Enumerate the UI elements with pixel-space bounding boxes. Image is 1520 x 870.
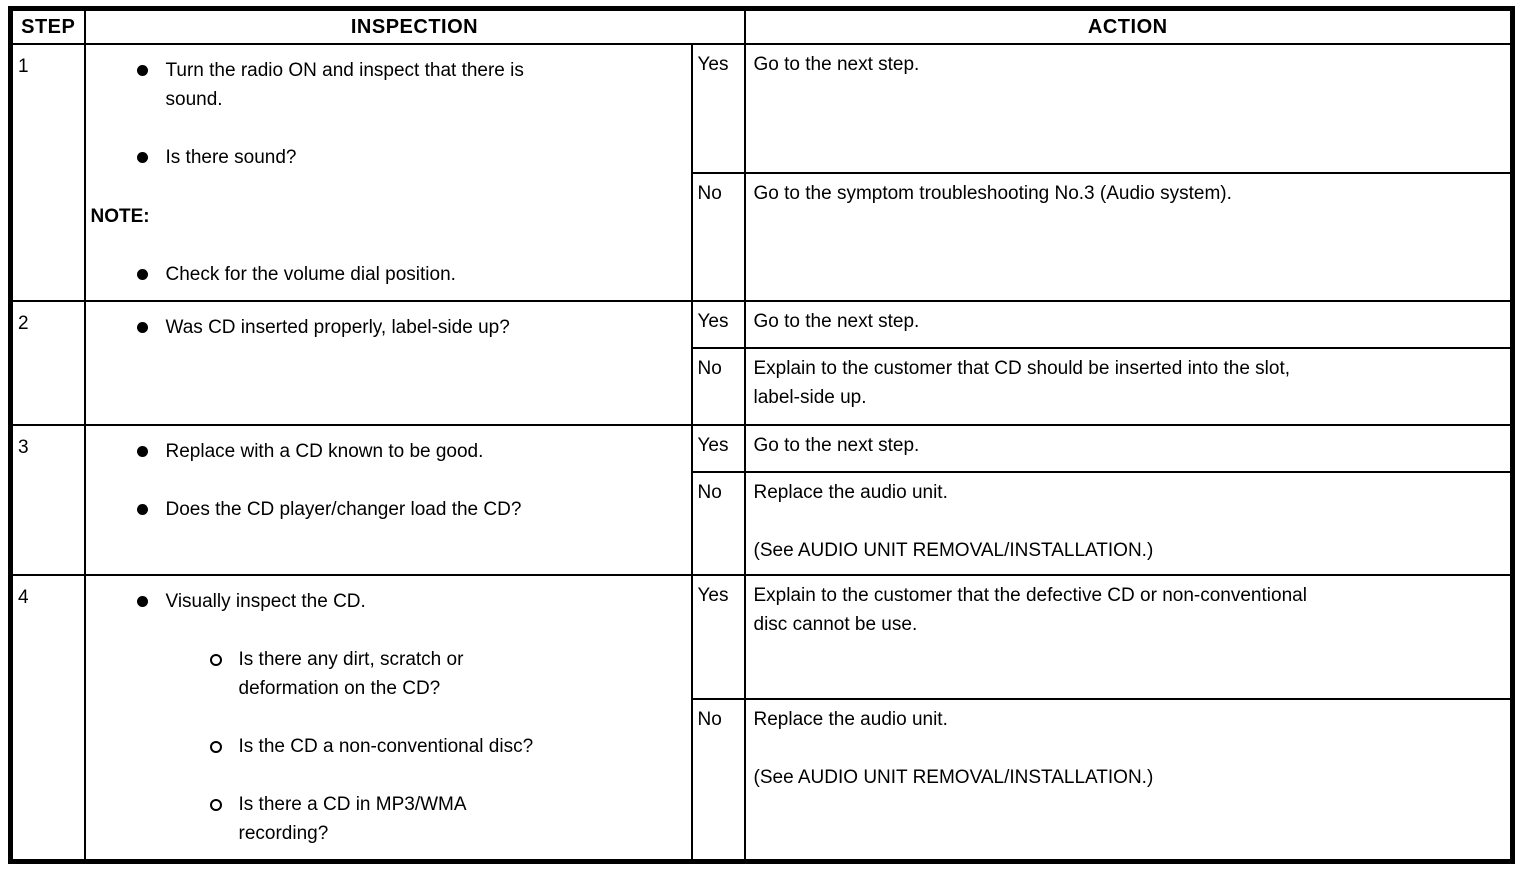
inspection-item: Check for the volume dial position. xyxy=(87,260,687,289)
action-line: Go to the next step. xyxy=(753,435,920,456)
action-line: Go to the symptom troubleshooting No.3 (… xyxy=(753,182,1232,204)
bullet-icon xyxy=(136,437,166,466)
inspection-line: Is there sound? xyxy=(165,147,297,168)
inspection-text: Does the CD player/changer load the CD? xyxy=(166,495,522,524)
inspection-item: Turn the radio ON and inspect that there… xyxy=(87,56,687,114)
bullet-icon xyxy=(136,260,166,289)
note-label: NOTE: xyxy=(90,206,150,227)
step-cell: 3 xyxy=(9,424,86,576)
bullet-icon xyxy=(136,495,166,524)
troubleshooting-table: STEP INSPECTION ACTION 1 Turn the radio … xyxy=(8,6,1515,864)
table-row: No Go to the symptom troubleshooting No.… xyxy=(11,171,1514,302)
inspection-line: deformation on the CD? xyxy=(238,678,441,699)
inspection-line: recording? xyxy=(238,823,329,844)
yes-label: Yes xyxy=(690,424,746,473)
inspection-sub-item: Is the CD a non-conventional disc? xyxy=(87,732,687,761)
inspection-line: Is there a CD in MP3/WMA xyxy=(238,794,467,815)
inspection-cell: Was CD inserted properly, label-side up? xyxy=(83,300,693,426)
inspection-line: sound. xyxy=(165,89,223,110)
yes-label: Yes xyxy=(690,300,746,349)
inspection-line: Turn the radio ON and inspect that there… xyxy=(165,60,524,81)
bullet-icon xyxy=(136,143,166,172)
action-line: disc cannot be use. xyxy=(753,614,918,635)
bullet-icon xyxy=(136,313,166,342)
sub-bullet-icon xyxy=(209,732,239,761)
bullet-icon xyxy=(136,587,166,616)
inspection-text: Check for the volume dial position. xyxy=(166,260,456,289)
inspection-item: Replace with a CD known to be good. xyxy=(87,437,687,466)
sub-bullet-icon xyxy=(209,790,239,848)
inspection-sub-item: Is there a CD in MP3/WMA recording? xyxy=(87,790,687,848)
inspection-item: Was CD inserted properly, label-side up? xyxy=(87,313,687,342)
table-row: 3 Replace with a CD known to be good. Do… xyxy=(9,424,1514,576)
inspection-line: Was CD inserted properly, label-side up? xyxy=(165,317,510,338)
no-label: No xyxy=(690,471,746,576)
inspection-text: Is there any dirt, scratch or deformatio… xyxy=(239,645,464,703)
inspection-line: Does the CD player/changer load the CD? xyxy=(165,499,522,520)
table-row: 1 Turn the radio ON and inspect that the… xyxy=(9,43,1514,302)
action-line: Replace the audio unit. xyxy=(753,708,948,730)
inspection-text: Was CD inserted properly, label-side up? xyxy=(166,313,510,342)
action-cell-no: Explain to the customer that CD should b… xyxy=(743,347,1514,426)
action-line: Explain to the customer that the defecti… xyxy=(753,585,1307,606)
action-cell-no: Replace the audio unit. (See AUDIO UNIT … xyxy=(743,697,1514,863)
inspection-line: Check for the volume dial position. xyxy=(165,264,456,285)
inspection-cell: Replace with a CD known to be good. Does… xyxy=(83,424,693,576)
inspection-text: Is the CD a non-conventional disc? xyxy=(239,732,534,761)
table-row: 2 Was CD inserted properly, label-side u… xyxy=(9,300,1514,426)
table-row: No Explain to the customer that CD shoul… xyxy=(11,347,1514,426)
table-row: 4 Visually inspect the CD. Is there any … xyxy=(9,574,1514,863)
inspection-cell: Turn the radio ON and inspect that there… xyxy=(83,43,693,302)
action-cell-yes: Explain to the customer that the defecti… xyxy=(743,574,1514,700)
inspection-line: Visually inspect the CD. xyxy=(165,591,366,612)
sub-bullet-icon xyxy=(209,645,239,703)
inspection-text: Replace with a CD known to be good. xyxy=(166,437,484,466)
step-cell: 2 xyxy=(9,300,86,426)
table-header-row: STEP INSPECTION ACTION xyxy=(9,7,1514,45)
table-header-step: STEP xyxy=(9,7,86,45)
no-label: No xyxy=(690,171,746,302)
step-cell: 4 xyxy=(9,574,86,863)
inspection-text: Is there sound? xyxy=(166,143,297,172)
table-header-inspection: INSPECTION xyxy=(83,7,746,45)
action-cell-no: Replace the audio unit. (See AUDIO UNIT … xyxy=(743,471,1514,576)
bullet-icon xyxy=(136,56,166,114)
inspection-text: Visually inspect the CD. xyxy=(166,587,366,616)
action-line: (See AUDIO UNIT REMOVAL/INSTALLATION.) xyxy=(753,766,1154,788)
action-line-spacer xyxy=(754,507,1505,536)
no-label: No xyxy=(690,347,746,426)
inspection-line: Is the CD a non-conventional disc? xyxy=(238,736,534,757)
inspection-item: Visually inspect the CD. xyxy=(87,587,687,616)
action-line: label-side up. xyxy=(753,387,867,408)
table-header-action: ACTION xyxy=(743,7,1514,45)
table-row: No Replace the audio unit. (See AUDIO UN… xyxy=(11,471,1514,576)
inspection-line: Replace with a CD known to be good. xyxy=(165,441,484,462)
step-cell: 1 xyxy=(9,43,86,302)
inspection-line: Is there any dirt, scratch or xyxy=(238,649,464,670)
yes-label: Yes xyxy=(690,43,746,174)
yes-label: Yes xyxy=(690,574,746,700)
action-line-spacer xyxy=(754,734,1505,763)
action-line: Explain to the customer that CD should b… xyxy=(753,358,1291,379)
action-line: Replace the audio unit. xyxy=(753,482,948,503)
action-line: Go to the next step. xyxy=(753,54,920,75)
inspection-text: Is there a CD in MP3/WMA recording? xyxy=(239,790,467,848)
action-cell-no: Go to the symptom troubleshooting No.3 (… xyxy=(743,171,1514,302)
action-line: Go to the next step. xyxy=(753,311,920,332)
no-label: No xyxy=(690,697,746,863)
action-cell-yes: Go to the next step. xyxy=(743,300,1514,349)
action-cell-yes: Go to the next step. xyxy=(743,43,1514,174)
action-cell-yes: Go to the next step. xyxy=(743,424,1514,473)
inspection-sub-item: Is there any dirt, scratch or deformatio… xyxy=(87,645,687,703)
inspection-item: Is there sound? xyxy=(87,143,687,172)
inspection-text: Turn the radio ON and inspect that there… xyxy=(166,56,524,114)
inspection-item: Does the CD player/changer load the CD? xyxy=(87,495,687,524)
inspection-cell: Visually inspect the CD. Is there any di… xyxy=(83,574,693,863)
action-line: (See AUDIO UNIT REMOVAL/INSTALLATION.) xyxy=(753,540,1154,561)
